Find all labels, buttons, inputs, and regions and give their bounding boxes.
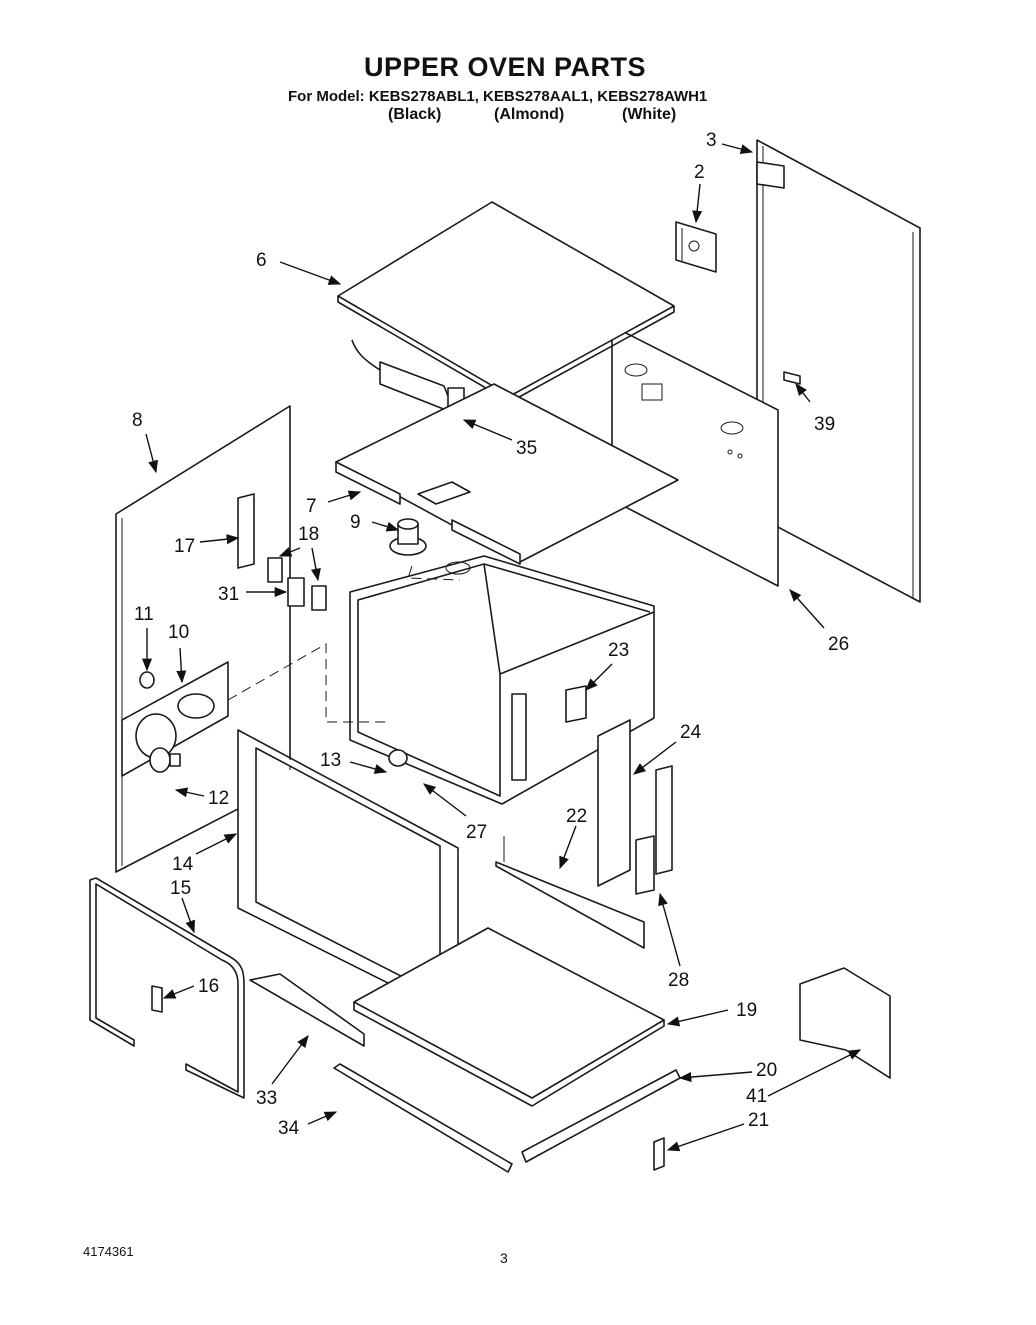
part-34-bottom-trim [333, 1063, 513, 1173]
assembly-guide-lines [227, 565, 461, 770]
callout-10: 10 [168, 622, 189, 643]
part-10-lamp-housing [121, 661, 229, 777]
callout-21: 21 [748, 1110, 769, 1131]
part-16-clip [151, 985, 163, 1013]
color-label-black: (Black) [388, 106, 442, 123]
page-title: UPPER OVEN PARTS [363, 52, 647, 82]
callout-17: 17 [174, 536, 195, 557]
callout-35: 35 [516, 438, 537, 459]
callout-16: 16 [198, 976, 219, 997]
callout-18: 18 [298, 524, 319, 545]
callout-19: 19 [736, 1000, 757, 1021]
callout-2: 2 [694, 162, 705, 183]
part-27-oven-cavity [349, 555, 655, 805]
callout-39: 39 [814, 414, 835, 435]
part-19-floor-panel [353, 927, 665, 1107]
document-number: 4174361 [83, 1244, 134, 1259]
callout-22: 22 [566, 806, 587, 827]
callout-12: 12 [208, 788, 229, 809]
callout-24: 24 [680, 722, 702, 743]
callout-20: 20 [756, 1060, 777, 1081]
part-24-mounting-rail [597, 719, 631, 887]
part-22-rail [495, 836, 645, 949]
part-2-bracket [675, 221, 717, 273]
part-31-switch [287, 577, 305, 622]
part-26-side-panel [611, 325, 779, 587]
callout-6: 6 [256, 250, 267, 271]
callout-31: 31 [218, 584, 239, 605]
callout-33: 33 [256, 1088, 277, 1109]
part-28-hinge [635, 765, 673, 895]
part-13-knob [388, 749, 408, 767]
callout-28: 28 [668, 970, 689, 991]
part-12-bulb [149, 747, 181, 773]
callout-41: 41 [746, 1086, 767, 1107]
callout-23: 23 [608, 640, 629, 661]
part-15-door-gasket [89, 877, 245, 1099]
model-list: For Model: KEBS278ABL1, KEBS278AAL1, KEB… [288, 88, 708, 105]
color-label-almond: (Almond) [494, 106, 565, 123]
part-11-gasket [139, 671, 155, 689]
callout-26: 26 [828, 634, 849, 655]
part-33-trim [249, 973, 365, 1047]
page-number: 3 [500, 1250, 508, 1266]
callout-3: 3 [706, 130, 717, 151]
leader-lines [141, 143, 862, 1152]
part-3-rear-panel [756, 139, 921, 603]
callout-13: 13 [320, 750, 341, 771]
part-41-rear-bracket [799, 967, 891, 1079]
color-label-white: (White) [622, 106, 677, 123]
callout-34: 34 [278, 1118, 300, 1139]
callout-27: 27 [466, 822, 487, 843]
part-9-fan [389, 518, 427, 556]
part-7-liner-top [335, 383, 679, 565]
part-21-small-bracket [653, 1137, 665, 1171]
callout-9: 9 [350, 512, 361, 533]
part-17-bracket [237, 493, 255, 569]
callout-8: 8 [132, 410, 143, 431]
part-18-hinge [267, 557, 327, 611]
part-23-bracket [565, 685, 587, 723]
callout-14: 14 [172, 854, 194, 875]
callout-15: 15 [170, 878, 191, 899]
callout-7: 7 [306, 496, 317, 517]
callout-11: 11 [134, 604, 154, 625]
callout-labels: 3 2 6 35 39 8 7 18 9 17 31 26 11 10 23 2… [132, 130, 849, 1139]
